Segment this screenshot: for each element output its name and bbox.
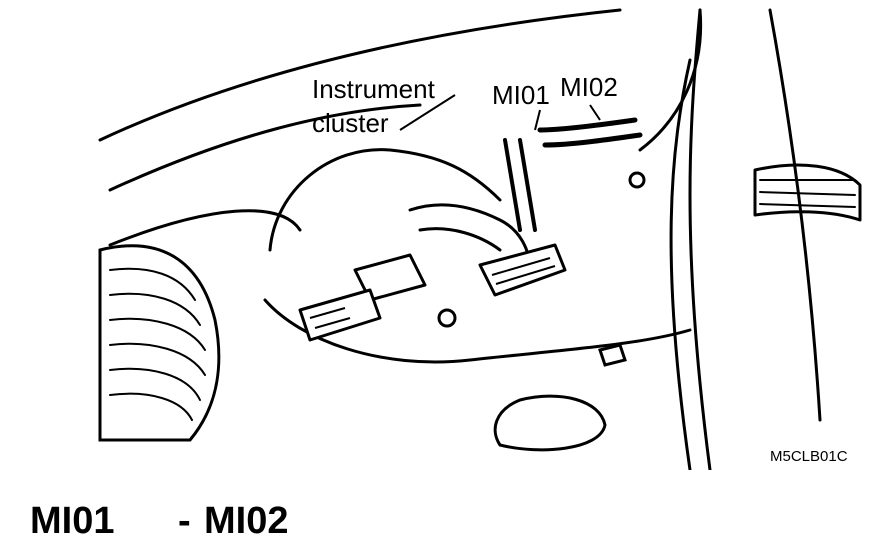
leader-mi01 (534, 109, 541, 131)
dashboard-illustration (98, 8, 862, 470)
dashboard-upper-line (108, 103, 422, 192)
connector-mi01-mi02-block (478, 243, 567, 297)
steering-bracket (437, 171, 646, 452)
caption-separator: - (178, 500, 191, 542)
right-vent-outline (753, 163, 862, 222)
pillar-right-edge (688, 8, 712, 470)
pillar-left-edge (638, 8, 703, 152)
right-panel-outline (768, 8, 822, 422)
figure-code: M5CLB01C (770, 448, 848, 465)
leader-mi02 (589, 104, 601, 121)
caption-from: MI01 (30, 500, 115, 542)
cluster-connector (298, 253, 427, 342)
label-instrument-cluster-line2: cluster (312, 108, 389, 138)
dashboard-lower-contour (108, 209, 302, 247)
cluster-hood (268, 148, 502, 252)
caption-to: MI02 (204, 500, 289, 542)
label-instrument-cluster-line1: Instrument (312, 74, 435, 104)
label-connector-mi01: MI01 (492, 80, 550, 110)
wiring-harness (408, 117, 643, 272)
leader-instrument-cluster (399, 94, 456, 131)
pillar-inner (669, 58, 692, 470)
dashboard-top-edge (98, 8, 622, 142)
left-vent (98, 244, 221, 442)
label-connector-mi02: MI02 (560, 72, 618, 102)
